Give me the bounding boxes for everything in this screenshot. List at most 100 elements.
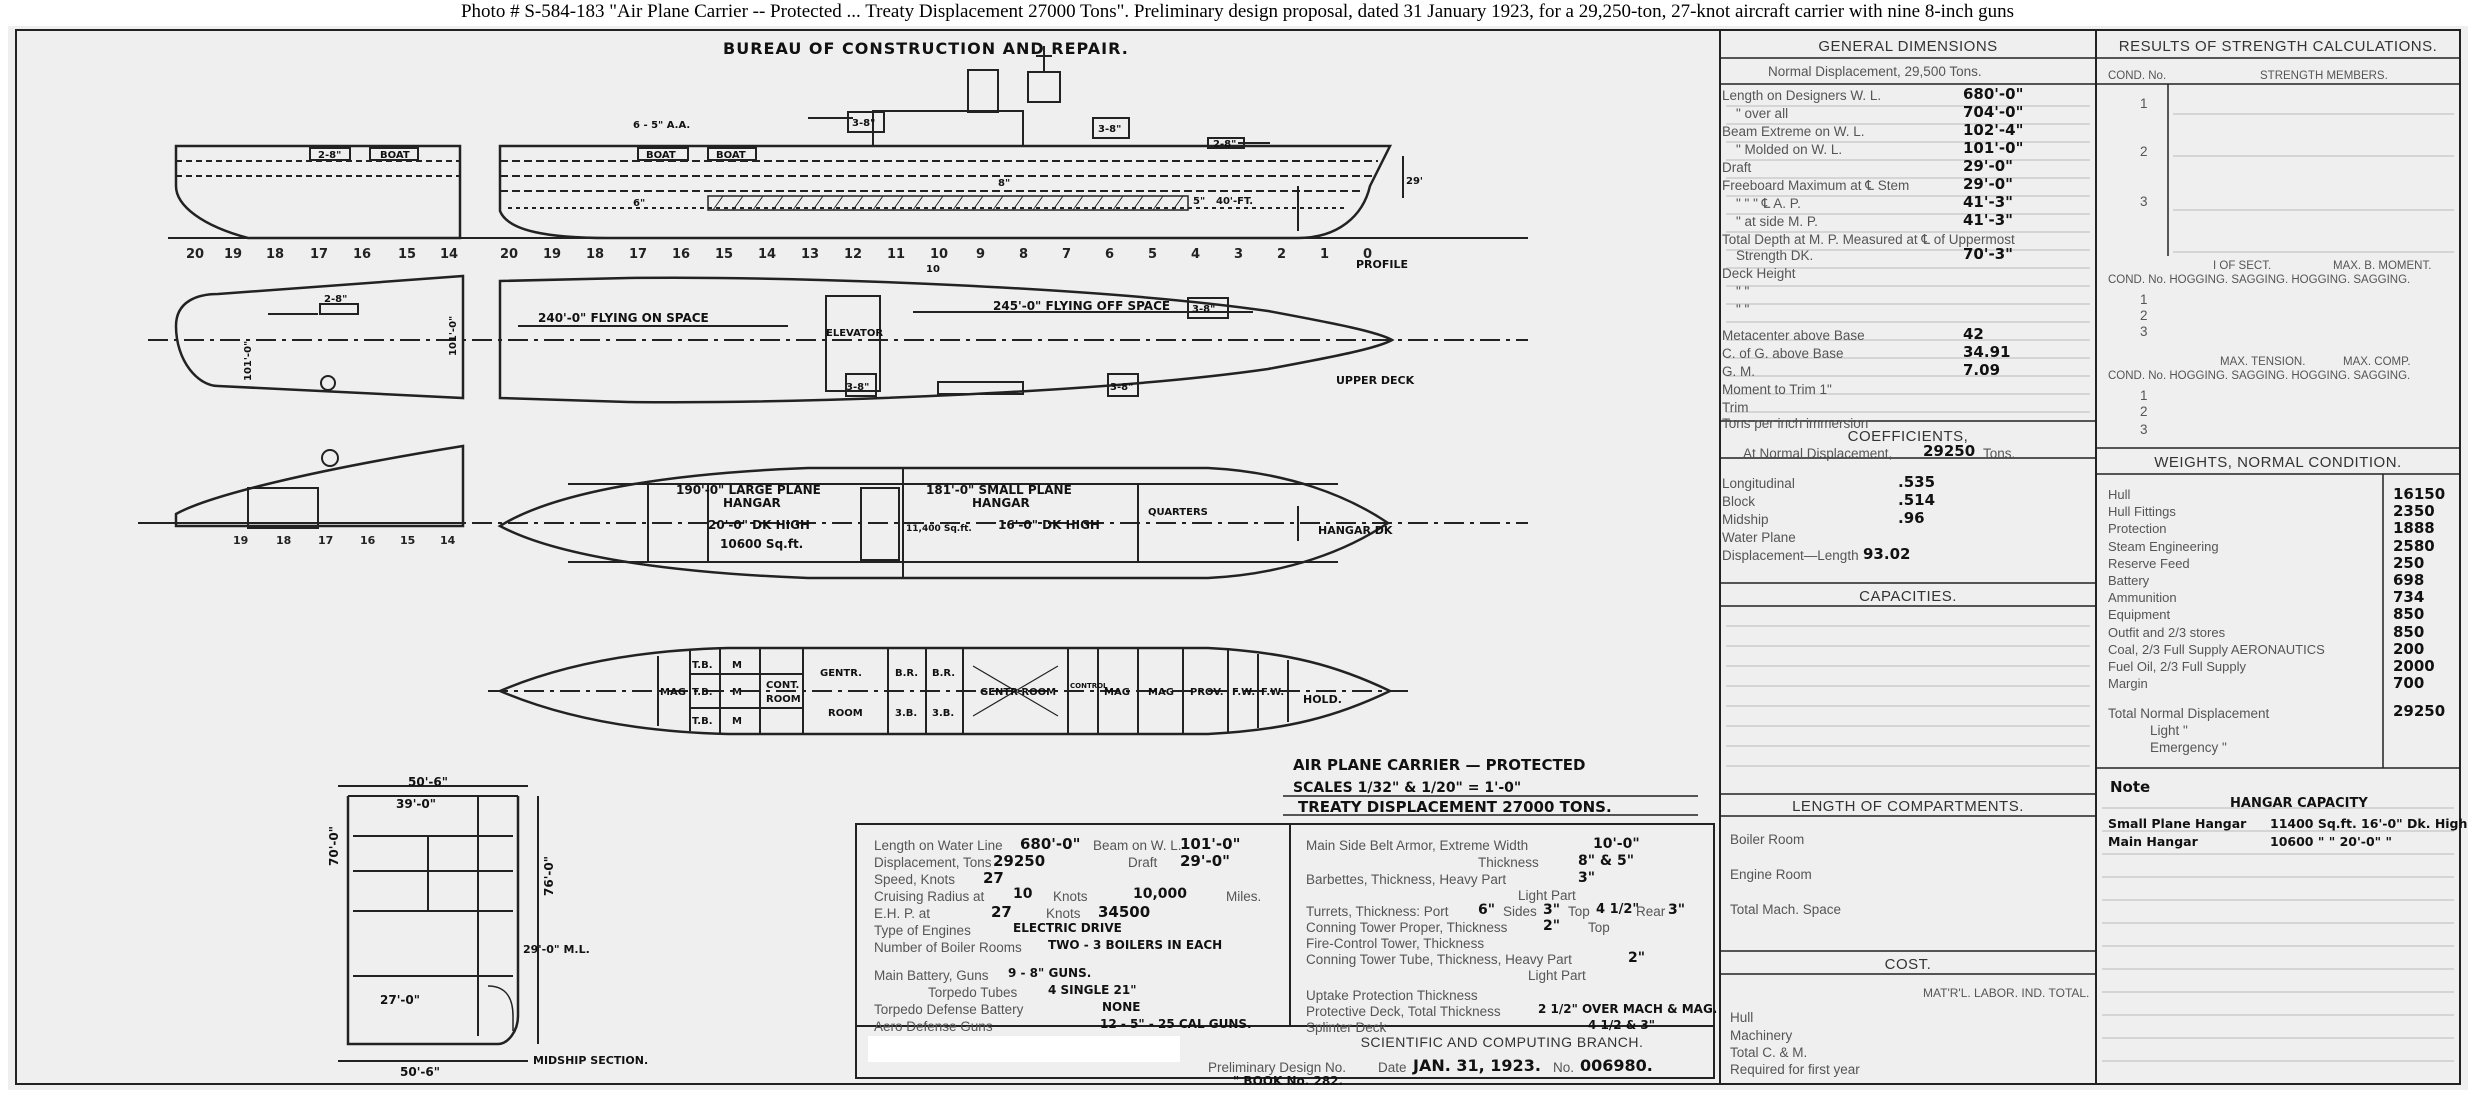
strength-hog-sag-2: COND. No. HOGGING. SAGGING. HOGGING. SAG… [2108,370,2411,382]
spec-belt-thk-value: 8" & 5" [1578,853,1635,869]
note-line1-name: Small Plane Hangar [2108,816,2247,831]
blueprint-sheet: 20 19 18 17 16 15 14 20 19 18 17 16 15 1… [8,26,2468,1090]
weight-row-7-label: Equipment [2108,607,2171,622]
title-block-3: TREATY DISPLACEMENT 27000 TONS. [1298,798,1612,816]
spec-cruise-miles-value: 10,000 [1133,886,1188,902]
strength-cond-no: COND. No. [2108,70,2167,82]
spec-ct-light: Light Part [1528,968,1586,983]
spec-draft-value: 29'-0" [1180,852,1230,870]
design-no-value: 006980. [1580,1056,1653,1075]
midship-annotations: 50'-6" 39'-0" 70'-0" 76'-0" 29'-0" M.L. … [327,775,590,1079]
right-column-frame [2096,57,2460,769]
station-main-14: 6 [1105,247,1114,262]
compartments-title: LENGTH OF COMPARTMENTS. [1792,798,2024,815]
spec-disp-label: Displacement, Tons [874,855,992,870]
weight-row-0-value: 16150 [2393,485,2446,503]
strength-row-2: 2 [2140,144,2148,159]
station-10-mark: 10 [926,264,940,275]
aa-guns-label: 6 - 5" A.A. [633,120,690,131]
general-row-13-value: 42 [1963,325,1984,343]
station-main-16: 4 [1191,247,1200,262]
weight-row-3-label: Steam Engineering [2108,539,2219,554]
spec-tdb-value: NONE [1102,1000,1141,1014]
weight-row-10-label: Fuel Oil, 2/3 Full Supply [2108,659,2247,674]
spec-engines-value: ELECTRIC DRIVE [1013,921,1122,935]
hold-label: HOLD. [1303,693,1342,706]
profile-3-8-b: 3-8" [1098,124,1121,135]
midship-label: MIDSHIP SECTION. [533,1054,648,1067]
cost-hull: Hull [1730,1010,1754,1025]
hold-3b-1: 3.B. [895,708,917,719]
upper-deck-main [148,276,1528,404]
weight-row-6-label: Ammunition [2108,590,2177,605]
general-row-1-label: " over all [1736,106,1789,121]
spec-lwl-value: 680'-0" [1020,835,1081,853]
spec-miles-label: Miles. [1226,889,1262,904]
cost-title: COST. [1884,956,1932,973]
spec-aero-label: Aero Defense Guns [874,1019,993,1034]
elevator-label: ELEVATOR [826,328,883,339]
spec-turret-top-label: Top [1568,904,1590,919]
strength-max-moment: MAX. B. MOMENT. [2333,260,2432,272]
spec-turret-port: 6" [1478,902,1496,918]
design-no-label: No. [1553,1060,1575,1075]
coefficients-sub-value: 29250 [1923,442,1976,460]
coef-row-4-value: 93.02 [1863,545,1911,563]
coef-row-0-label: Longitudinal [1722,476,1795,491]
spec-belt-value: 10'-0" [1593,836,1640,852]
weight-row-11-label: Margin [2108,676,2148,691]
photo-caption: Photo # S-584-183 "Air Plane Carrier -- … [460,1,2015,22]
title-block: AIR PLANE CARRIER — PROTECTED SCALES 1/3… [1293,756,1612,816]
hangar-station-15: 15 [400,534,415,547]
hangar-station-14: 14 [440,534,456,547]
spec-disp-value: 29250 [993,852,1046,870]
deck-3-8-a: 3-8" [1192,304,1215,315]
weight-row-4-label: Reserve Feed [2108,556,2190,571]
station-main-1: 19 [543,247,561,262]
general-row-4-value: 29'-0" [1963,157,2013,175]
weight-row-3-value: 2580 [2393,537,2435,555]
general-row-2-value: 102'-4" [1963,121,2024,139]
station-aft-0: 20 [186,247,204,262]
spec-main-battery-value: 9 - 8" GUNS. [1008,966,1092,980]
spec-speed-label: Speed, Knots [874,872,956,887]
general-row-5-label: Freeboard Maximum at ℄ Stem [1722,178,1910,193]
strength-title: RESULTS OF STRENGTH CALCULATIONS. [2118,38,2438,55]
profile-label: PROFILE [1356,258,1408,271]
drawing-svg: 20 19 18 17 16 15 14 20 19 18 17 16 15 1… [15,29,2461,1085]
weights-total-label: Total Normal Displacement [2108,706,2270,721]
strength-row-3: 3 [2140,194,2148,209]
general-row-8-label: Total Depth at M. P. Measured at ℄ of Up… [1722,232,2015,247]
hold-control: CONTROL [1070,682,1108,690]
spec-tdb-label: Torpedo Defense Battery [874,1002,1024,1017]
spec-ct-tube-value: 2" [1628,950,1646,966]
weight-row-8-value: 850 [2393,623,2425,641]
spec-beam-value: 101'-0" [1180,835,1241,853]
spec-block-frame [855,823,1715,1079]
hold-gentr-room-2: GENTR ROOM [980,687,1056,698]
large-hangar-1: 190'-0" LARGE PLANE [676,483,821,497]
spec-fire-control-label: Fire-Control Tower, Thickness [1306,936,1485,951]
weight-row-2-value: 1888 [2393,519,2435,537]
station-labels-hangar-aft: 19 18 17 16 15 14 [233,534,456,547]
strength-row-c1: 1 [2140,388,2148,403]
strength-row-b2: 2 [2140,308,2148,323]
general-row-18-label: Tons per inch immersion [1722,416,1869,431]
hangar-station-19: 19 [233,534,248,547]
general-row-9-value: 70'-3" [1963,245,2013,263]
spec-turret-top: 4 1/2" [1596,902,1640,917]
strength-hog-sag-1: COND. No. HOGGING. SAGGING. HOGGING. SAG… [2108,274,2411,286]
hold-annotations: MAG T.B. M T.B. M T.B. M CONT. ROOM GENT… [660,660,1284,727]
general-dimensions-subtitle: Normal Displacement, 29,500 Tons. [1768,64,1982,79]
weight-row-0-label: Hull [2108,487,2131,502]
profile-main-hull [498,46,1404,240]
hangar-station-18: 18 [276,534,291,547]
midship-section [338,785,539,1062]
general-row-0-label: Length on Designers W. L. [1722,88,1882,103]
comp-boiler: Boiler Room [1730,832,1805,847]
spec-boilers-value: TWO - 3 BOILERS IN EACH [1048,938,1223,952]
note-line2-name: Main Hangar [2108,834,2198,849]
small-hangar-2: HANGAR [972,496,1030,510]
upper-deck-aft [174,274,465,400]
coefficients-sub-a: At Normal Displacement, [1743,446,1893,461]
